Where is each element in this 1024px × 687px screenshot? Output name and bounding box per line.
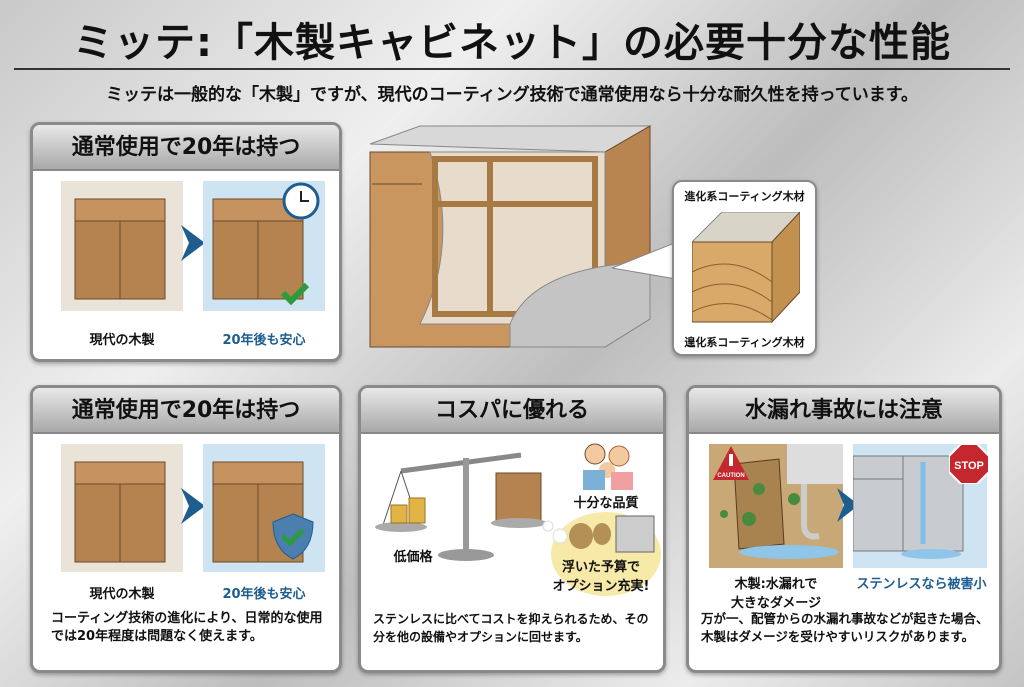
wooden-cabinet-image [61, 444, 183, 572]
thought-bubble-budget [542, 512, 661, 596]
cabinet-cutaway-illustration [369, 125, 652, 348]
callout-pointer [612, 240, 682, 281]
caption-safe-20-years: 20年後も安心 [222, 587, 306, 602]
label-budget-options: 浮いた予算で オプション充実! [552, 560, 650, 594]
label-quality: 十分な品質 [573, 496, 639, 511]
caption-modern-wood: 現代の木製 [89, 333, 155, 348]
dishwasher-icon [615, 515, 655, 553]
cabinet-icon [495, 472, 542, 522]
panel-body-text: コーティング技術の進化により、日常的な使用では20年程度は問題なく使えます。 [51, 611, 323, 644]
panel-leak: 水漏れ事故には注意 CAUTION STOP 木製:水漏れで 大きなダメージ ス… [686, 385, 1002, 673]
coating-callout: 進化系コーティング木材 遑化系コーティング木材 [672, 180, 817, 356]
family-icon [583, 443, 633, 490]
caption-safe-20-years: 20年後も安心 [222, 333, 306, 348]
caption-stainless-minor: ステンレスなら被害小 [856, 577, 987, 592]
check-icon [281, 528, 305, 547]
check-icon [280, 282, 310, 306]
caution-icon: CAUTION [713, 446, 749, 480]
money-bag-icon [569, 523, 593, 549]
panel-durability-top: 通常使用で20年は持つ 現代の木製 20年後も安心 [30, 122, 342, 362]
callout-label-bottom: 遑化系コーティング木材 [684, 336, 805, 349]
callout-label-top: 進化系コーティング木材 [684, 190, 805, 203]
caption-wood-damage: 木製:水漏れで 大きなダメージ [730, 577, 822, 611]
arrow-right-icon [181, 225, 205, 261]
label-low-price: 低価格 [393, 550, 433, 565]
arrow-right-icon [181, 488, 205, 524]
wooden-cabinet-image [61, 181, 183, 311]
money-bag-icon [593, 523, 611, 545]
caution-text: CAUTION [717, 473, 744, 479]
panel-body-text: ステンレスに比べてコストを抑えられるため、その分を他の設備やオプションに回せます… [373, 612, 649, 644]
balance-scale-image [375, 452, 547, 561]
wooden-cabinet-20-years-image [203, 181, 325, 311]
panel-heading: 水漏れ事故には注意 [689, 388, 999, 434]
panel-body-text: 万が一、配管からの水漏れ事故などが起きた場合、木製はダメージを受けやすいリスクが… [701, 611, 989, 644]
arrow-right-icon [837, 488, 859, 522]
title-divider [14, 68, 1010, 70]
page-subtitle: ミッテは一般的な「木製」ですが、現代のコーティング技術で通常使用なら十分な耐久性… [105, 85, 919, 105]
caption-modern-wood: 現代の木製 [89, 587, 155, 602]
panel-durability: 通常使用で20年は持つ 現代の木製 20年後も安心 コーティング技術の進化により… [30, 385, 342, 673]
page-title: ミッテ:「木製キャビネット」の必要十分な性能 [73, 20, 951, 66]
stop-sign-icon: STOP [949, 444, 989, 484]
stop-text: STOP [954, 460, 984, 472]
panel-heading: 通常使用で20年は持つ [33, 388, 339, 434]
wooden-cabinet-protected-image [203, 444, 325, 572]
panel-heading: 通常使用で20年は持つ [33, 125, 339, 171]
panel-cost: コスパに優れる 低価格 十分な品質 浮いた予算で オプション充実! ステンレスに… [358, 385, 666, 673]
coated-wood-block-image [692, 212, 800, 324]
panel-heading: コスパに優れる [361, 388, 663, 434]
